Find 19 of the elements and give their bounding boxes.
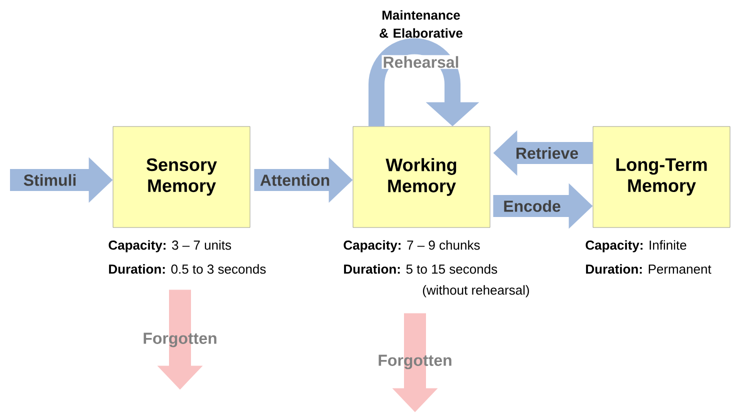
arrow-label: Encode xyxy=(504,200,560,212)
note-text: Duration: 0.5 to 3 seconds xyxy=(109,264,266,274)
arrow-label: Forgotten xyxy=(378,354,452,370)
memory-box: Working Memory xyxy=(352,126,490,228)
note-text: Duration: 5 to 15 seconds xyxy=(344,264,498,274)
note-text: Capacity: 3 – 7 units xyxy=(108,240,232,252)
arrow-label: Stimuli xyxy=(24,174,76,186)
memory-box: Long-Term Memory xyxy=(592,126,730,228)
memory-box: Sensory Memory xyxy=(112,126,250,228)
note-text: Duration: Permanent xyxy=(586,264,712,274)
note-text: (without rehearsal) xyxy=(422,285,529,298)
note-text: Capacity: Infinite xyxy=(586,240,686,252)
arrow-label: Forgotten xyxy=(144,332,216,348)
arrow-label: Retrieve xyxy=(516,147,578,159)
block-arrow xyxy=(368,38,480,126)
arrow-label: Attention xyxy=(260,174,330,186)
note-text: Capacity: 7 – 9 chunks xyxy=(344,240,480,252)
arrow-label: Rehearsal xyxy=(382,55,460,69)
caption-text: Maintenance & Elaborative xyxy=(380,10,462,38)
